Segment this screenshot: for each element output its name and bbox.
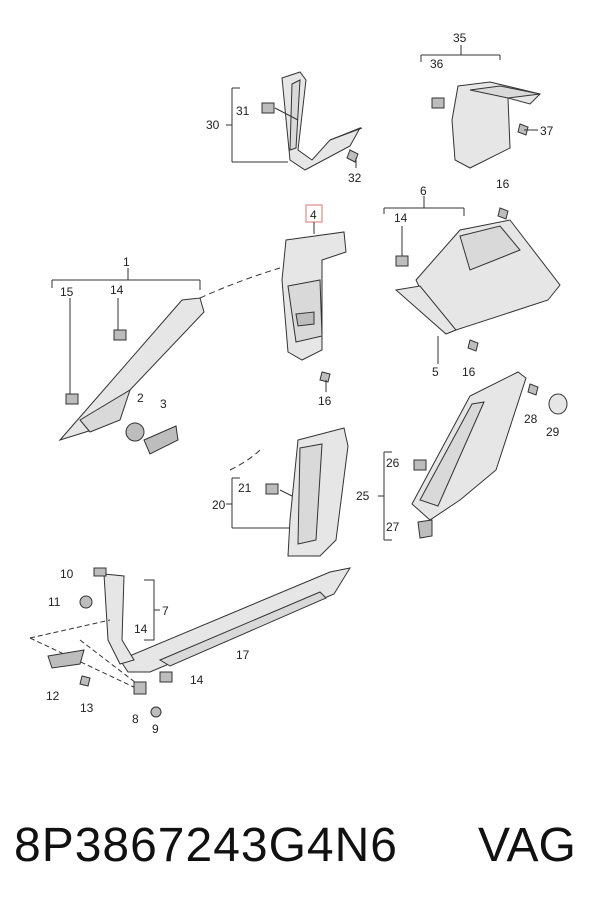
callout-26: 26	[386, 456, 400, 470]
callout-3: 3	[160, 397, 167, 411]
callout-31: 31	[236, 104, 250, 118]
callout-16a: 16	[318, 394, 332, 408]
callout-6: 6	[420, 184, 427, 198]
callout-12: 12	[46, 689, 60, 703]
b-pillar-upper-trim	[281, 231, 347, 392]
callout-1: 1	[123, 255, 130, 269]
pillar-trim-group-30	[226, 71, 363, 171]
pillar-trim-group-35	[420, 45, 541, 169]
callout-20: 20	[212, 498, 226, 512]
callout-10: 10	[60, 567, 74, 581]
callout-7: 7	[162, 604, 169, 618]
callout-17: 17	[236, 648, 250, 662]
callout-14c: 14	[134, 622, 148, 636]
callout-11: 11	[48, 595, 61, 609]
callout-27: 27	[386, 520, 400, 534]
c-pillar-trim-group-6	[383, 196, 561, 364]
callout-37: 37	[540, 124, 554, 138]
callout-14d: 14	[190, 673, 204, 687]
callout-8: 8	[132, 712, 139, 726]
callout-2: 2	[137, 391, 144, 405]
callout-4: 4	[310, 208, 317, 222]
callout-28: 28	[524, 412, 538, 426]
callout-5: 5	[432, 365, 439, 379]
callout-14a: 14	[110, 283, 124, 297]
callout-36: 36	[430, 57, 444, 71]
callout-25: 25	[356, 489, 370, 503]
a-pillar-trim-group-1	[51, 267, 281, 455]
callout-9: 9	[152, 722, 159, 736]
callout-29: 29	[546, 425, 560, 439]
brand-label: VAG	[478, 819, 576, 872]
callout-35: 35	[453, 31, 467, 45]
callout-16c: 16	[462, 365, 476, 379]
callout-15: 15	[60, 285, 74, 299]
callout-13: 13	[80, 701, 94, 715]
callout-14b: 14	[394, 211, 408, 225]
callout-21: 21	[238, 481, 252, 495]
callout-30: 30	[206, 118, 220, 132]
b-pillar-lower-trim-group-20	[226, 427, 349, 557]
part-number: 8P3867243G4N6	[14, 819, 398, 872]
callout-32: 32	[348, 171, 362, 185]
callout-16b: 16	[496, 177, 510, 191]
sill-trim-group	[29, 567, 352, 718]
rear-trim-group-25	[378, 371, 568, 541]
